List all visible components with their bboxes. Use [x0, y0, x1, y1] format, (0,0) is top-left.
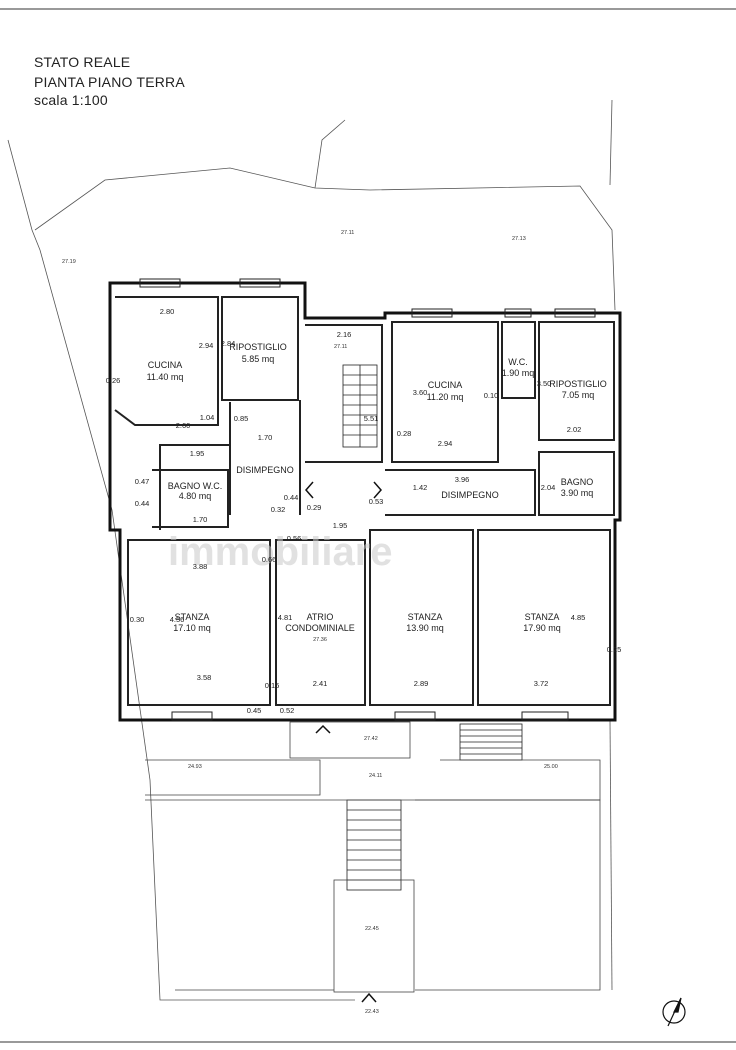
dim-label: 1.42	[413, 483, 428, 492]
dim-label: 0.66	[262, 555, 277, 564]
room-name-bagno-wc: BAGNO W.C.	[168, 481, 223, 491]
dim-label: 2.84	[221, 339, 236, 348]
dim-label: 1.04	[200, 413, 215, 422]
dim-label: 3.72	[534, 679, 549, 688]
stair-exterior-center	[346, 799, 402, 891]
dim-label: 0.45	[247, 706, 262, 715]
windows	[139, 278, 596, 721]
dim-label: 3.50	[537, 379, 552, 388]
room-area-cucina-right: 11.20 mq	[427, 392, 464, 402]
room-name-stanza-3: STANZA	[525, 612, 560, 622]
entrance-arrow-icon	[305, 481, 382, 1003]
spot-level: 27.11	[341, 230, 354, 236]
dim-label: 0.25	[607, 645, 622, 654]
dim-label: 3.58	[197, 673, 212, 682]
plan-title-floor: PIANTA PIANO TERRA	[34, 74, 185, 90]
dim-label: 0.29	[307, 503, 322, 512]
dim-label: 1.95	[333, 521, 348, 530]
room-name-atrio-line2: CONDOMINIALE	[285, 623, 355, 633]
dim-label: 2.94	[438, 439, 453, 448]
room-name-cucina-left: CUCINA	[148, 360, 183, 370]
spot-level: 22.45	[365, 926, 379, 932]
room-name-disimpegno-left: DISIMPEGNO	[236, 465, 294, 475]
dim-label: 0.52	[280, 706, 295, 715]
room-area-wc: 1.90 mq	[502, 368, 535, 378]
dim-label: 2.04	[541, 483, 556, 492]
spot-level: 22.43	[365, 1009, 379, 1015]
spot-level: 24.11	[369, 773, 382, 779]
spot-level: 24.93	[188, 764, 202, 770]
spot-level: 27.13	[512, 236, 526, 242]
spot-level: 27.11	[334, 344, 347, 350]
exterior-walls	[108, 281, 622, 722]
room-name-stanza-1: STANZA	[175, 612, 210, 622]
dim-label: 2.80	[160, 307, 175, 316]
dim-label: 1.95	[190, 449, 205, 458]
courtyard	[145, 721, 601, 993]
room-name-ripostiglio-right: RIPOSTIGLIO	[549, 379, 607, 389]
dim-label: 2.02	[567, 425, 582, 434]
room-area-ripostiglio-left: 5.85 mq	[242, 354, 275, 364]
dim-label: 0.26	[106, 376, 121, 385]
dim-label: 0.47	[135, 477, 150, 486]
room-area-stanza-1: 17.10 mq	[173, 623, 211, 633]
interior-walls	[114, 296, 615, 706]
room-name-cucina-right: CUCINA	[428, 380, 463, 390]
dim-label: 0.44	[284, 493, 299, 502]
plan-title-status: STATO REALE	[34, 54, 131, 70]
room-area-bagno-right: 3.90 mq	[561, 488, 594, 498]
room-name-stanza-2: STANZA	[408, 612, 443, 622]
dim-label: 0.56	[287, 534, 302, 543]
property-boundary	[7, 99, 616, 1001]
room-area-cucina-left: 11.40 mq	[147, 372, 184, 382]
dim-label: 0.16	[265, 681, 280, 690]
spot-level: 27.19	[62, 259, 76, 265]
dim-label: 4.56	[170, 615, 185, 624]
dim-label: 0.28	[397, 429, 412, 438]
dim-label: 2.41	[313, 679, 328, 688]
dim-label: 0.30	[130, 615, 145, 624]
dim-label: 1.70	[193, 515, 208, 524]
dim-label: 2.89	[414, 679, 429, 688]
room-area-stanza-2: 13.90 mq	[406, 623, 444, 633]
spot-level: 25.00	[544, 764, 558, 770]
dim-label: 0.32	[271, 505, 286, 514]
stair-main	[342, 364, 378, 448]
room-name-wc: W.C.	[508, 357, 528, 367]
dim-label: 3.96	[455, 475, 470, 484]
room-name-disimpegno-right: DISIMPEGNO	[441, 490, 499, 500]
dim-label: 1.70	[258, 433, 273, 442]
room-level-atrio: 27.36	[313, 637, 327, 643]
room-area-bagno-wc: 4.80 mq	[179, 491, 212, 501]
dim-label: 2.16	[337, 330, 352, 339]
watermark: immobiliare	[168, 530, 393, 574]
dim-label: 4.85	[571, 613, 586, 622]
dim-label: 2.60	[176, 421, 191, 430]
room-area-ripostiglio-right: 7.05 mq	[562, 390, 595, 400]
room-area-stanza-3: 17.90 mq	[523, 623, 561, 633]
dim-label: 3.60	[413, 388, 428, 397]
dim-label: 4.81	[278, 613, 293, 622]
dim-label: 3.88	[193, 562, 208, 571]
stair-exterior-right	[459, 723, 523, 761]
dim-label: 0.53	[369, 497, 384, 506]
dim-label: 0.85	[234, 414, 249, 423]
dim-label: 5.51	[364, 414, 379, 423]
spot-level: 27.42	[364, 736, 378, 742]
room-name-atrio: ATRIO	[307, 612, 334, 622]
room-name-ripostiglio-left: RIPOSTIGLIO	[229, 342, 287, 352]
dim-label: 0.44	[135, 499, 150, 508]
room-name-bagno-right: BAGNO	[561, 477, 594, 487]
plan-scale: scala 1:100	[34, 92, 108, 108]
dim-label: 2.94	[199, 341, 214, 350]
north-arrow-icon	[662, 997, 686, 1027]
dim-label: 0.10	[484, 391, 499, 400]
